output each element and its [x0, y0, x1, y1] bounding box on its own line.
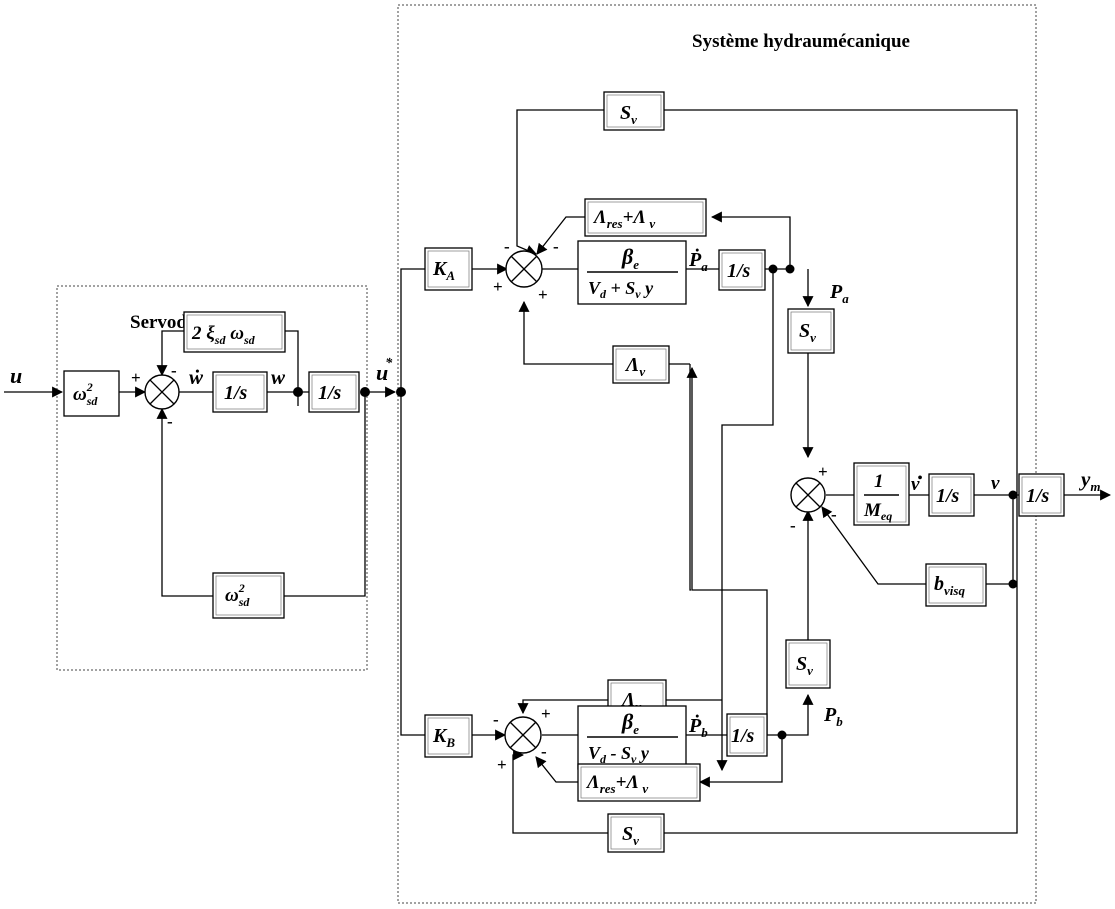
signal-pa: Pa — [829, 281, 849, 306]
signal-v: v — [991, 473, 1000, 494]
block-2-xi-omega: 2 ξsd ωsd — [183, 311, 286, 353]
svg-text:1/s: 1/s — [731, 725, 755, 747]
svg-text:Sv: Sv — [622, 823, 639, 848]
svg-text:Meq: Meq — [863, 500, 892, 523]
signal-u-star: u* — [376, 356, 393, 385]
block-sv-pb: Sv — [785, 639, 831, 689]
svg-text:-: - — [831, 505, 837, 524]
svg-text:1: 1 — [874, 471, 884, 492]
signal-pa-dot: Ṗa — [688, 247, 708, 274]
svg-text:bvisq: bvisq — [934, 573, 965, 598]
svg-text:1/s: 1/s — [936, 485, 960, 507]
sum-junction-pa — [505, 250, 543, 288]
signal-y-m-output: ym — [1078, 467, 1100, 494]
block-integrator-pb: 1/s — [726, 713, 768, 757]
svg-text:+: + — [538, 285, 548, 304]
block-inv-meq: 1 Meq — [853, 462, 910, 526]
block-sv-bottom: Sv — [607, 813, 665, 853]
block-lambda-res-v-bottom: Λres+Λ v — [577, 763, 701, 802]
svg-text:1/s: 1/s — [318, 382, 342, 404]
svg-text:+: + — [131, 368, 141, 387]
signal-u-input: u — [10, 363, 22, 388]
svg-text:Sv: Sv — [620, 102, 637, 127]
svg-text:-: - — [171, 361, 177, 380]
svg-text:+: + — [818, 462, 828, 481]
svg-text:1/s: 1/s — [1026, 485, 1050, 507]
signal-w-dot: ẇ — [189, 365, 204, 389]
junction-dots — [293, 264, 1018, 740]
block-lambda-v-top: Λv — [612, 345, 670, 384]
svg-text:Vd - Sv y: Vd - Sv y — [588, 743, 650, 766]
block-integrator-u-star: 1/s — [308, 371, 360, 413]
signal-pb: Pb — [823, 704, 843, 729]
svg-text:-: - — [541, 742, 547, 761]
block-integrator-v: 1/s — [928, 473, 975, 517]
block-beta-over-vd-plus: βe Vd + Sv y — [577, 240, 687, 305]
hydraumecanique-title: Système hydraumécanique — [692, 31, 910, 52]
svg-text:-: - — [790, 516, 796, 535]
svg-text:Λres+Λ v: Λres+Λ v — [592, 207, 655, 231]
svg-text:KA: KA — [432, 258, 455, 283]
svg-text:+: + — [541, 704, 551, 723]
svg-text:2 ξsd ωsd: 2 ξsd ωsd — [191, 323, 256, 347]
svg-text:+: + — [493, 277, 503, 296]
block-ka: KA — [424, 247, 473, 291]
svg-text:1/s: 1/s — [224, 382, 248, 404]
servodistributeur-frame — [56, 285, 368, 671]
signal-v-dot: v• — [911, 471, 922, 495]
servo-wires — [4, 330, 397, 597]
sum-junction-pb — [504, 716, 542, 754]
block-sv-top: Sv — [603, 91, 665, 131]
block-integrator-w: 1/s — [212, 371, 268, 413]
block-kb: KB — [424, 714, 473, 758]
svg-text:1/s: 1/s — [727, 260, 751, 282]
svg-text:-: - — [493, 710, 499, 729]
block-lambda-res-v-top: Λres+Λ v — [584, 198, 707, 237]
block-integrator-pa: 1/s — [718, 249, 766, 291]
block-sv-pa: Sv — [787, 308, 835, 354]
sum-junction-force — [790, 477, 826, 513]
svg-text:Λv: Λv — [624, 354, 645, 379]
signal-pb-dot: Ṗb — [688, 713, 708, 740]
svg-text:Λres+Λ v: Λres+Λ v — [585, 772, 648, 796]
svg-text:-: - — [167, 412, 173, 431]
sum-junction-servo — [144, 374, 180, 410]
block-beta-over-vd-minus: βe Vd - Sv y — [577, 705, 687, 770]
signal-w: w — [271, 365, 286, 389]
svg-text:Sv: Sv — [796, 653, 813, 678]
block-integrator-y: 1/s — [1018, 473, 1065, 517]
svg-text:-: - — [553, 237, 559, 256]
svg-text:+: + — [497, 755, 507, 774]
svg-text:βe: βe — [621, 709, 639, 737]
svg-text:-: - — [504, 237, 510, 256]
svg-text:βe: βe — [621, 244, 639, 272]
svg-text:Vd + Sv y: Vd + Sv y — [588, 278, 654, 301]
svg-text:Sv: Sv — [799, 320, 816, 345]
block-b-visq: bvisq — [925, 563, 987, 607]
hydraumecanique-frame — [397, 4, 1037, 904]
svg-text:KB: KB — [432, 725, 455, 750]
sign-labels: + - - - - + + - + - + + - - — [131, 237, 837, 774]
